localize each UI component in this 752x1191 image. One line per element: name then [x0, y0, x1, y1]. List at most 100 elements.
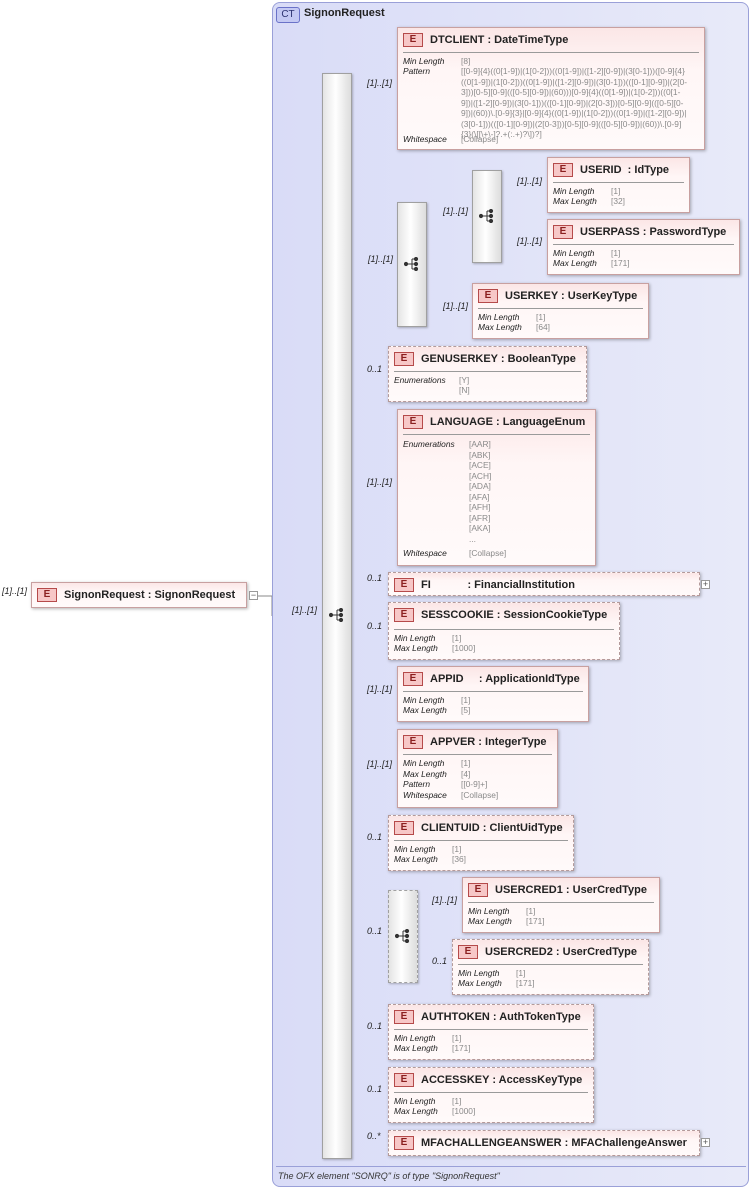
- facet-label: Max Length: [553, 258, 597, 268]
- element-language[interactable]: E LANGUAGE : LanguageEnum Enumerations […: [397, 409, 596, 566]
- facet-value: [[0-9]{4}((0[1-9])|(1[0-2]))((0[1-9])|([…: [461, 66, 688, 139]
- sequence-icon: [395, 929, 410, 943]
- element-multiplicity: [1]..[1]: [367, 759, 393, 769]
- facet-value: [ACH]: [469, 470, 492, 481]
- facet-label: Whitespace: [403, 134, 447, 144]
- facet-value: [1]: [461, 695, 471, 705]
- facet-value: [[0-9]+]: [461, 779, 488, 789]
- facet-label: Max Length: [403, 768, 447, 779]
- element-clientuid[interactable]: E CLIENTUID : ClientUidType Min Length […: [388, 815, 574, 871]
- main-sequence-multiplicity: [1]..[1]: [292, 605, 318, 615]
- facet-label: Min Length: [478, 312, 520, 322]
- facet-label: Max Length: [478, 322, 522, 332]
- element-sesscookie[interactable]: E SESSCOOKIE : SessionCookieType Min Len…: [388, 602, 620, 660]
- facet-value: [ABK]: [469, 449, 491, 460]
- facet-label: Max Length: [394, 643, 438, 653]
- element-badge: E: [458, 945, 478, 959]
- element-accesskey[interactable]: E ACCESSKEY : AccessKeyType Min Length […: [388, 1067, 594, 1123]
- facet-value: [1]: [452, 633, 462, 643]
- facet-label: Max Length: [394, 854, 438, 864]
- facet-value: [1]: [611, 248, 621, 258]
- facet-value: [171]: [526, 916, 545, 926]
- element-multiplicity: [1]..[1]: [443, 301, 469, 311]
- element-userpass[interactable]: E USERPASS : PasswordType Min Length [1]…: [547, 219, 740, 275]
- facet-value: ...: [469, 533, 476, 544]
- element-multiplicity: 0..1: [367, 364, 383, 374]
- element-userkey[interactable]: E USERKEY : UserKeyType Min Length [1] M…: [472, 283, 649, 339]
- element-badge: E: [37, 588, 57, 602]
- facet-value: [1]: [452, 844, 462, 854]
- element-badge: E: [394, 352, 414, 366]
- element-title: AUTHTOKEN : AuthTokenType: [421, 1011, 581, 1023]
- complex-type-badge: CT: [276, 7, 300, 23]
- element-badge: E: [478, 289, 498, 303]
- element-userid[interactable]: E USERID : IdType Min Length [1] Max Len…: [547, 157, 690, 213]
- element-title: USERCRED2 : UserCredType: [485, 946, 638, 958]
- choice-icon: [404, 257, 419, 271]
- element-fi[interactable]: E FI : FinancialInstitution: [388, 572, 700, 596]
- root-multiplicity: [1]..[1]: [2, 586, 28, 596]
- facet-value: [36]: [452, 854, 466, 864]
- element-title: ACCESSKEY : AccessKeyType: [421, 1074, 583, 1086]
- element-multiplicity: [1]..[1]: [432, 895, 458, 905]
- element-badge: E: [394, 578, 414, 592]
- element-genuserkey[interactable]: E GENUSERKEY : BooleanType Enumerations …: [388, 346, 587, 402]
- element-title: FI : FinancialInstitution: [421, 579, 575, 591]
- facet-value: [1]: [452, 1033, 462, 1043]
- facet-value: [1000]: [452, 643, 476, 653]
- facet-label: Min Length: [458, 968, 500, 978]
- facet-label: Max Length: [468, 916, 512, 926]
- element-dtclient[interactable]: E DTCLIENT : DateTimeType Min Length [8]…: [397, 27, 705, 150]
- facet-label: Min Length: [394, 1096, 436, 1106]
- facet-label: Max Length: [458, 978, 502, 988]
- element-appid[interactable]: E APPID : ApplicationIdType Min Length […: [397, 666, 589, 722]
- element-title: APPID : ApplicationIdType: [430, 673, 580, 685]
- element-usercred1[interactable]: E USERCRED1 : UserCredType Min Length [1…: [462, 877, 660, 933]
- element-authtoken[interactable]: E AUTHTOKEN : AuthTokenType Min Length […: [388, 1004, 594, 1060]
- facet-label: Min Length: [553, 186, 595, 196]
- usercred-sequence-multiplicity: 0..1: [367, 926, 383, 936]
- expand-toggle-icon[interactable]: +: [701, 579, 710, 589]
- element-title: USERPASS : PasswordType: [580, 226, 727, 238]
- element-title: CLIENTUID : ClientUidType: [421, 822, 563, 834]
- facet-value: [4]: [461, 768, 471, 779]
- facet-value: [AFA]: [469, 491, 490, 502]
- element-title: USERKEY : UserKeyType: [505, 290, 638, 302]
- element-usercred2[interactable]: E USERCRED2 : UserCredType Min Length [1…: [452, 939, 649, 995]
- facet-value: [AFR]: [469, 512, 491, 523]
- element-badge: E: [403, 735, 423, 749]
- sequence-icon: [479, 209, 494, 223]
- element-mfachallengeanswer[interactable]: E MFACHALLENGEANSWER : MFAChallengeAnswe…: [388, 1130, 700, 1156]
- element-multiplicity: 0..1: [367, 1021, 383, 1031]
- facet-value: [AKA]: [469, 523, 491, 533]
- facet-label: Pattern: [403, 779, 431, 789]
- facet-label: Min Length: [394, 1033, 436, 1043]
- facet-value: [ADA]: [469, 481, 491, 491]
- element-badge: E: [394, 1136, 414, 1150]
- complex-type-title: SignonRequest: [304, 7, 385, 19]
- element-multiplicity: 0..1: [432, 956, 448, 966]
- element-multiplicity: [1]..[1]: [367, 477, 393, 487]
- facet-value: [1]: [461, 758, 471, 768]
- root-element[interactable]: E SignonRequest : SignonRequest: [31, 582, 247, 608]
- element-badge: E: [403, 33, 423, 47]
- element-multiplicity: 0..1: [367, 573, 383, 583]
- expand-toggle-icon[interactable]: +: [701, 1137, 710, 1147]
- facet-label: Min Length: [394, 633, 436, 643]
- facet-label: Max Length: [394, 1043, 438, 1053]
- facet-label: Min Length: [403, 758, 445, 768]
- element-appver[interactable]: E APPVER : IntegerType Min Length [1] Ma…: [397, 729, 558, 808]
- element-multiplicity: [1]..[1]: [517, 236, 543, 246]
- facet-label: Max Length: [403, 705, 447, 715]
- element-title: APPVER : IntegerType: [430, 736, 547, 748]
- facet-value: [AFH]: [469, 502, 491, 512]
- facet-value: [Collapse]: [461, 134, 499, 144]
- facet-value: [64]: [536, 322, 550, 332]
- element-multiplicity: 0..1: [367, 832, 383, 842]
- element-multiplicity: 0..*: [367, 1131, 381, 1141]
- facet-value: [1]: [516, 968, 526, 978]
- collapse-toggle-icon[interactable]: −: [249, 590, 258, 600]
- facet-label: Min Length: [403, 56, 445, 66]
- sequence-icon: [329, 608, 344, 622]
- facet-value: [Collapse]: [461, 789, 499, 800]
